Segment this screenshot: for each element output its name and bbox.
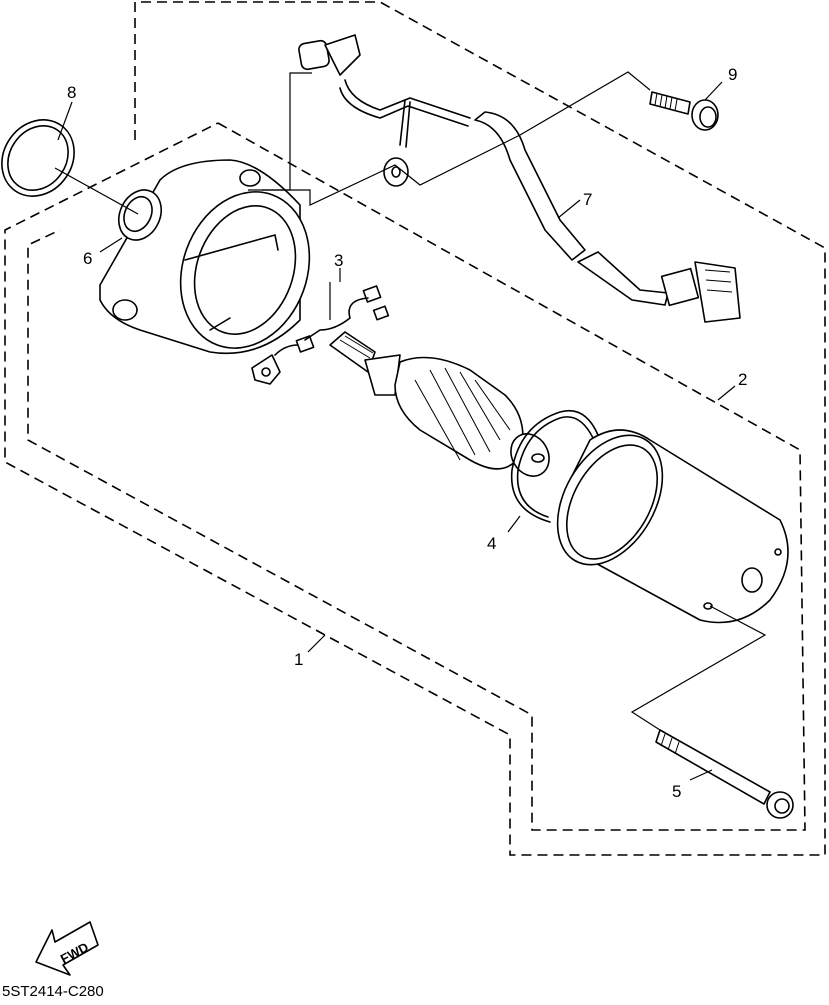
o-ring-part (1, 119, 75, 197)
assembly-outline-2 (27, 122, 806, 831)
yoke-o-ring-part (510, 410, 599, 523)
figure-code: 5ST2414-C280 (2, 983, 104, 1000)
callout-5: 5 (672, 782, 681, 801)
callout-1: 1 (294, 650, 303, 669)
fwd-arrow-icon: FWD (35, 921, 99, 976)
callout-3: 3 (334, 251, 343, 270)
assembly-outline-1 (4, 1, 826, 856)
callout-6: 6 (83, 249, 92, 268)
yoke-housing-part (556, 429, 789, 624)
lead-wire-part (298, 34, 741, 323)
armature-part (329, 331, 550, 477)
long-bolt-part (655, 729, 794, 819)
callout-8: 8 (67, 83, 76, 102)
callout-2: 2 (738, 370, 747, 389)
front-cover-part (99, 159, 311, 355)
bolt-part (649, 91, 719, 131)
callout-7: 7 (583, 190, 592, 209)
callout-9: 9 (728, 65, 737, 84)
callout-4: 4 (487, 534, 496, 553)
callout-leaders (54, 81, 736, 781)
mounting-leaders (248, 71, 767, 731)
brush-set-part (251, 285, 390, 385)
